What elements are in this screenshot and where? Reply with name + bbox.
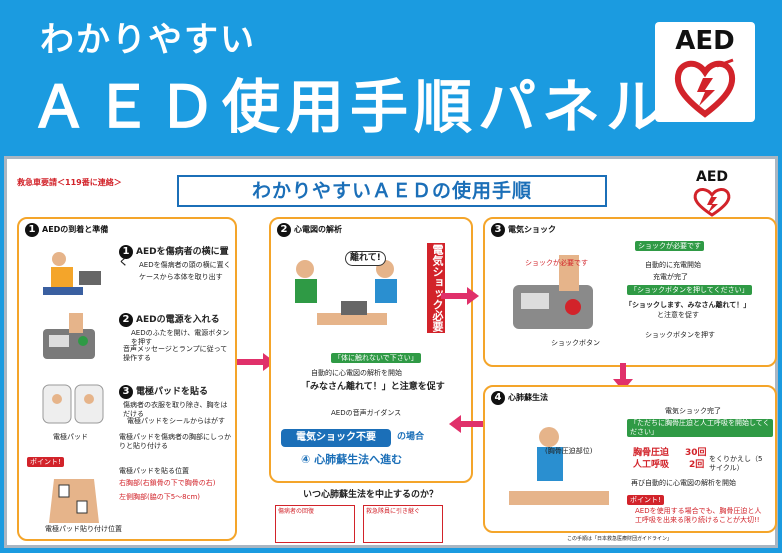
heart-bolt-icon (674, 58, 736, 118)
pad-label: 電極パッド (53, 433, 88, 441)
step1-point-line2: 右胸部(右鎖骨の下で胸骨の右) (119, 479, 216, 487)
step1-item3-line1: 傷病者の衣服を取り除き、胸をはだける (123, 401, 228, 418)
step3-bubble1: ショックが必要です (635, 241, 704, 251)
arrow-step4-to-step2-head (449, 415, 461, 433)
footer-box1-title: 傷病者の回復 (278, 508, 315, 515)
resume-cpr-label: ④ 心肺蘇生法へ進む (301, 453, 403, 466)
aed-device-figure (43, 313, 95, 359)
step2-bubble: 離れて! (345, 251, 386, 266)
arrow-step4-to-step2 (461, 421, 483, 427)
compression-position-label: (胸骨圧迫部位) (545, 447, 593, 455)
aed-small-logo-text: AED (695, 169, 729, 185)
step1-point-line3: 左側胸部(脇の下5〜8cm) (119, 493, 201, 501)
shock-button-label: ショックボタン (551, 339, 600, 347)
step1-point-badge: ポイント! (27, 457, 64, 467)
step4-point-text: AEDを使用する場合でも、胸骨圧迫と人工呼吸を出来る限り続けることが大切!! (635, 507, 762, 524)
step1-title: AEDの到着と準備 (42, 225, 109, 234)
pad-position-label: 電極パッド貼り付け位置 (45, 525, 122, 533)
breath-label: 人工呼吸 (633, 460, 670, 470)
header-title: ＡＥＤ使用手順パネル (30, 73, 671, 141)
aed-logo: AED (655, 22, 755, 122)
step4-number: 4 (491, 391, 505, 405)
step1-item3-line2: 電極パッドをシールからはがす (127, 417, 225, 425)
step1-item3-line3: 電極パッドを傷病者の胸部にしっかりと貼り付ける (119, 433, 231, 450)
analysis-scene-figure (295, 260, 397, 325)
step2-line2: 「みなさん離れて！」と注意を促す (301, 382, 445, 392)
footer-note: この手順は「日本救急医療財団ガイドライン」 (567, 536, 673, 542)
step3-number: 3 (491, 223, 505, 237)
heart-bolt-icon (693, 188, 731, 217)
shock-button-figure (513, 255, 593, 329)
step4-title: 心肺蘇生法 (508, 393, 548, 402)
aed-logo-text: AED (675, 26, 735, 56)
step1-item2-line2: 音声メッセージとランプに従って操作する (123, 345, 228, 362)
step3-bubble1-side: ショックが必要です (525, 259, 588, 267)
electrode-pads-figure (42, 384, 104, 424)
banner-title: わかりやすいＡＥＤの使用手順 (251, 180, 532, 202)
step4-voice: 「ただちに胸骨圧迫と人工呼吸を開始してください」 (627, 419, 773, 437)
step4-line1: 電気ショック完了 (665, 407, 721, 415)
step3-line4: と注意を促す (657, 311, 699, 319)
arrow-step2-to-step3 (441, 293, 469, 299)
no-shock-case-label: の場合 (397, 432, 425, 442)
cpr-scene-figure (509, 427, 609, 505)
footer-box2-title: 救急隊員に引き継ぐ (366, 508, 421, 515)
step2-line1: 自動的に心電図の解析を開始 (311, 369, 402, 377)
panel-banner: わかりやすいＡＥＤの使用手順 (177, 175, 607, 207)
pad-position-torso-figure (49, 479, 99, 523)
arrow-step2-to-step3-head (467, 287, 479, 305)
aed-small-logo: AED (687, 169, 737, 217)
header-subtitle: わかりやすい (40, 20, 256, 60)
step3-bubble2: 「ショックボタンを押してください」 (627, 285, 752, 295)
breath-value: 2回 (689, 460, 705, 470)
step3-line1: 自動的に充電開始 (645, 261, 701, 269)
footer-question: いつ心肺蘇生法を中止するのか？ (303, 490, 439, 500)
compression-label: 胸骨圧迫 (633, 448, 670, 458)
person-with-aed-figure (43, 252, 101, 295)
step1-item1-line2: ケースから本体を取り出す (139, 273, 223, 281)
step1-item2-line1: AEDのふたを開け、電源ボタンを押す (131, 329, 230, 346)
emergency-call-label: 救急車要請＜119番に連絡＞ (17, 178, 122, 187)
header: わかりやすい ＡＥＤ使用手順パネル AED (0, 0, 782, 148)
step3-title: 電気ショック (508, 225, 556, 234)
step2-voice1: 「体に触れないで下さい」 (331, 353, 421, 363)
step3-line2: 充電が完了 (653, 273, 688, 281)
arrow-step1-to-step2 (237, 359, 265, 365)
step1-item1-line1: AEDを傷病者の頭の横に置く (139, 261, 231, 269)
step4-line2: 再び自動的に心電図の解析を開始 (631, 479, 736, 487)
footer-box-handover: 救急隊員に引き継ぐ (363, 505, 443, 543)
footer-box-recovery: 傷病者の回復 (275, 505, 355, 543)
shock-needed-vertical-label: 電気ショック必要 (427, 243, 445, 333)
arrow-step3-to-step4 (620, 363, 626, 381)
compression-value: 30回 (685, 448, 707, 458)
step3-line5: ショックボタンを押す (645, 331, 715, 339)
step1-number: 1 (25, 223, 39, 237)
step2-title: 心電図の解析 (294, 225, 342, 234)
step4-point-badge: ポイント! (627, 495, 664, 505)
step2-number: 2 (277, 223, 291, 237)
cpr-cycle: をくりかえし（5サイクル） (709, 455, 763, 472)
step2-line3: AEDの音声ガイダンス (331, 409, 402, 417)
no-shock-label: 電気ショック不要 (281, 429, 391, 447)
step1-point-line1: 電極パッドを貼る位置 (119, 467, 189, 475)
step3-line3: 「ショックします、みなさん離れて！」 (625, 301, 751, 309)
